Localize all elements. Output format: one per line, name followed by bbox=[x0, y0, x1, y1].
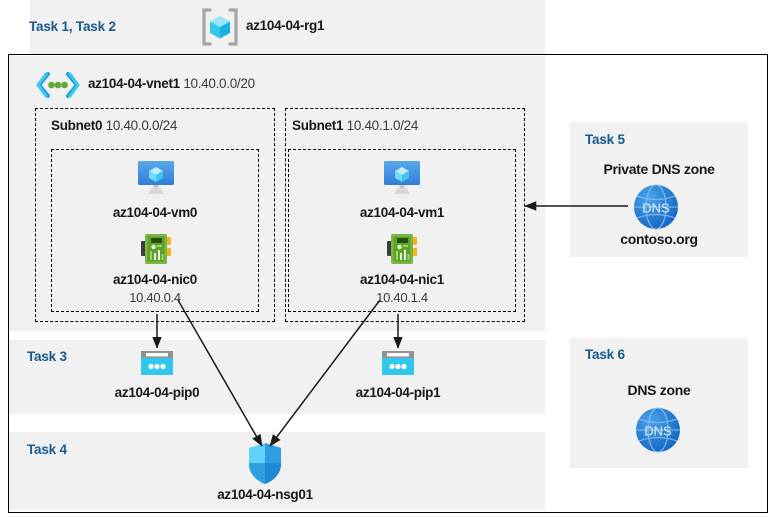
subnet1-header: Subnet1 10.40.1.0/24 bbox=[292, 118, 418, 133]
vm1-name: az104-04-vm1 bbox=[359, 205, 445, 220]
task5-heading: Private DNS zone bbox=[603, 161, 715, 177]
resource-group-icon bbox=[199, 6, 241, 48]
task-label-1-2: Task 1, Task 2 bbox=[29, 19, 116, 34]
dns-icon-text-public: DNS bbox=[644, 424, 672, 439]
subnet1-cidr: 10.40.1.0/24 bbox=[346, 118, 419, 133]
subnet0-boundary bbox=[35, 108, 275, 322]
nic0-name: az104-04-nic0 bbox=[113, 272, 197, 287]
vnet-icon bbox=[34, 70, 82, 100]
vnet-name: az104-04-vnet1 bbox=[88, 76, 180, 91]
network-security-group-icon bbox=[247, 442, 283, 485]
task-label-3: Task 3 bbox=[27, 349, 67, 364]
subnet0-name: Subnet0 bbox=[51, 118, 103, 133]
virtual-machine-icon-vm1 bbox=[381, 159, 423, 197]
nic1-name: az104-04-nic1 bbox=[360, 272, 444, 287]
pip0-name: az104-04-pip0 bbox=[114, 385, 200, 400]
dns-icon-text-private: DNS bbox=[642, 201, 670, 216]
subnet1-boundary bbox=[285, 108, 525, 322]
subnet1-name: Subnet1 bbox=[292, 118, 344, 133]
subnet1-resources-boundary bbox=[288, 149, 516, 312]
network-interface-icon-nic1 bbox=[387, 232, 418, 268]
network-interface-icon-nic0 bbox=[141, 232, 172, 268]
subnet0-resources-boundary bbox=[51, 149, 259, 312]
nic1-ip: 10.40.1.4 bbox=[376, 290, 428, 305]
nsg-name: az104-04-nsg01 bbox=[217, 487, 313, 502]
task3-panel bbox=[9, 340, 545, 414]
pip1-name: az104-04-pip1 bbox=[355, 385, 441, 400]
public-ip-address-icon-pip1 bbox=[381, 350, 415, 377]
resource-group-name: az104-04-rg1 bbox=[246, 18, 325, 33]
dns-zone-icon-public: DNS bbox=[634, 406, 682, 454]
task-label-6: Task 6 bbox=[585, 347, 625, 362]
vnet-header: az104-04-vnet1 10.40.0.0/20 bbox=[88, 76, 255, 91]
arrow-nic0-to-nsg bbox=[177, 299, 263, 447]
header-band bbox=[30, 0, 545, 54]
vm0-name: az104-04-vm0 bbox=[112, 205, 198, 220]
task5-zone-name: contoso.org bbox=[620, 231, 698, 247]
vnet-cidr: 10.40.0.0/20 bbox=[183, 76, 255, 91]
nic0-ip: 10.40.0.4 bbox=[129, 290, 181, 305]
task-label-5: Task 5 bbox=[585, 132, 625, 147]
vnet-panel bbox=[9, 56, 545, 331]
task6-heading: DNS zone bbox=[627, 382, 691, 398]
arrow-nic1-to-nsg bbox=[269, 299, 381, 447]
task-label-4: Task 4 bbox=[27, 442, 67, 457]
public-ip-address-icon-pip0 bbox=[140, 350, 174, 377]
subnet0-cidr: 10.40.0.0/24 bbox=[105, 118, 178, 133]
virtual-machine-icon-vm0 bbox=[135, 159, 177, 197]
dns-zone-icon-private: DNS bbox=[632, 183, 680, 231]
subnet0-header: Subnet0 10.40.0.0/24 bbox=[51, 118, 177, 133]
